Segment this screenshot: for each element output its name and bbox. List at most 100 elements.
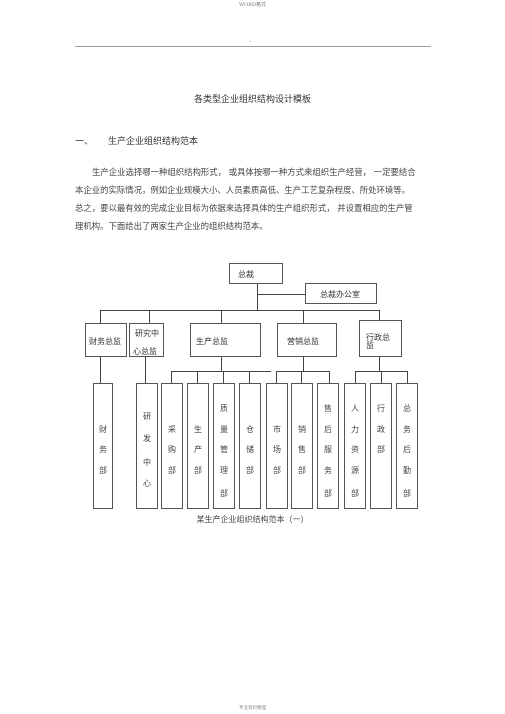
paragraph-line: 生产企业选择哪一种组织结构形式， 或具体按哪一种方式来组织生产经营， 一定要结合 xyxy=(92,167,416,177)
connector-line xyxy=(379,310,380,323)
marketing-director-box: 营销总监 xyxy=(277,323,337,357)
connector-line xyxy=(257,294,305,295)
dept-char: 理 xyxy=(220,466,228,475)
dept-char: 储 xyxy=(246,445,254,454)
dept-char: 部 xyxy=(298,466,306,475)
department-box-finance xyxy=(93,383,113,509)
dept-char: 质 xyxy=(220,404,228,413)
ceo-label: 总裁 xyxy=(238,270,254,279)
dept-char: 务 xyxy=(403,425,411,434)
connector-line xyxy=(249,371,250,383)
production-director-box: 生产总监 xyxy=(190,323,261,357)
dept-char: 量 xyxy=(220,425,228,434)
section-heading: 生产企业组织结构范本 xyxy=(108,137,199,147)
dept-char: 源 xyxy=(351,466,359,475)
department-box-market xyxy=(266,383,288,509)
dept-char: 勤 xyxy=(403,466,411,475)
department-box-production xyxy=(187,383,209,509)
dept-char: 管 xyxy=(220,445,228,454)
dept-char: 政 xyxy=(377,425,385,434)
connector-line xyxy=(355,371,356,383)
connector-line xyxy=(100,357,101,383)
dept-char: 后 xyxy=(324,425,332,434)
department-box-logistics xyxy=(396,383,418,509)
connector-line xyxy=(301,371,302,383)
dept-char: 采 xyxy=(168,425,176,434)
dept-char: 总 xyxy=(403,404,411,413)
paragraph-line: 总之，要以最有效的完成企业目标为依据来选择具体的生产组织形式， 并设置相应的生产… xyxy=(75,203,413,213)
header-dash: - xyxy=(249,38,252,45)
connector-line xyxy=(171,371,271,372)
dept-char: 财 xyxy=(99,425,107,434)
admin-director-label-top: 行政总 xyxy=(366,333,390,342)
finance-director-box: 财务总监 xyxy=(85,323,127,357)
dept-char: 场 xyxy=(273,445,281,454)
rd-director-label-bottom: 心总监 xyxy=(133,347,157,356)
connector-line xyxy=(171,371,172,383)
finance-director-label: 财务总监 xyxy=(89,337,121,346)
connector-line xyxy=(223,371,224,383)
office-label: 总裁办公室 xyxy=(320,290,360,299)
dept-char: 部 xyxy=(403,489,411,498)
production-director-label: 生产总监 xyxy=(196,337,228,346)
connector-line xyxy=(149,310,150,323)
dept-char: 服 xyxy=(324,445,332,454)
dept-char: 部 xyxy=(194,466,202,475)
dept-char: 力 xyxy=(351,425,359,434)
dept-char: 产 xyxy=(194,445,202,454)
connector-line xyxy=(303,310,304,323)
dept-char: 市 xyxy=(273,425,281,434)
dept-char: 人 xyxy=(351,404,359,413)
section-number: 一、 xyxy=(75,137,94,147)
dept-char: 部 xyxy=(220,489,228,498)
dept-char: 心 xyxy=(143,479,151,488)
document-title: 各类型企业组织结构设计模板 xyxy=(193,95,311,105)
dept-char: 行 xyxy=(377,404,385,413)
connector-line xyxy=(276,371,277,383)
header-rule xyxy=(75,46,431,47)
admin-director-label-bottom: 监 xyxy=(366,341,374,350)
department-box-rd xyxy=(136,383,158,509)
dept-char: 部 xyxy=(246,466,254,475)
dept-char: 部 xyxy=(273,466,281,475)
department-box-sales xyxy=(291,383,313,509)
dept-char: 部 xyxy=(324,489,332,498)
rd-director-label-top: 研究中 xyxy=(135,329,159,338)
connector-line xyxy=(276,371,330,372)
connector-line xyxy=(329,371,330,383)
connector-line xyxy=(407,371,408,383)
connector-line xyxy=(100,310,101,323)
paragraph-line: 本企业的实际情况，例如企业规模大小、人员素质高低、生产工艺复杂程度、所处环境等。 xyxy=(75,185,410,195)
dept-char: 销 xyxy=(298,425,306,434)
connector-line xyxy=(221,357,222,371)
intro-paragraph: 生产企业选择哪一种组织结构形式， 或具体按哪一种方式来组织生产经营， 一定要结合… xyxy=(75,163,433,235)
dept-char: 部 xyxy=(377,445,385,454)
connector-line xyxy=(100,310,380,311)
connector-line xyxy=(145,357,146,383)
dept-char: 发 xyxy=(143,434,151,443)
dept-char: 部 xyxy=(351,489,359,498)
department-box-aftersales xyxy=(317,383,339,509)
department-box-purchasing xyxy=(161,383,183,509)
office-box: 总裁办公室 xyxy=(305,283,377,304)
admin-director-box: 行政总 监 xyxy=(359,320,402,357)
dept-char: 资 xyxy=(351,445,359,454)
dept-char: 仓 xyxy=(246,425,254,434)
page-footer: 专业资料整理 xyxy=(239,706,266,711)
connector-line xyxy=(303,357,304,371)
header-mark: WORD格式 xyxy=(238,2,266,8)
dept-char: 售 xyxy=(324,404,332,413)
connector-line xyxy=(197,371,198,383)
dept-char: 务 xyxy=(99,445,107,454)
dept-char: 后 xyxy=(403,445,411,454)
dept-char: 务 xyxy=(324,466,332,475)
dept-char: 中 xyxy=(143,458,151,467)
department-box-hr xyxy=(344,383,366,509)
figure-caption: 某生产企业组织结构范本（一） xyxy=(196,515,309,524)
connector-line xyxy=(379,357,380,371)
department-box-quality xyxy=(213,383,235,509)
marketing-director-label: 营销总监 xyxy=(287,337,319,346)
paragraph-line: 理机构。下面给出了两家生产企业的组织结构范本。 xyxy=(75,221,268,231)
dept-char: 部 xyxy=(168,466,176,475)
connector-line xyxy=(257,284,258,311)
